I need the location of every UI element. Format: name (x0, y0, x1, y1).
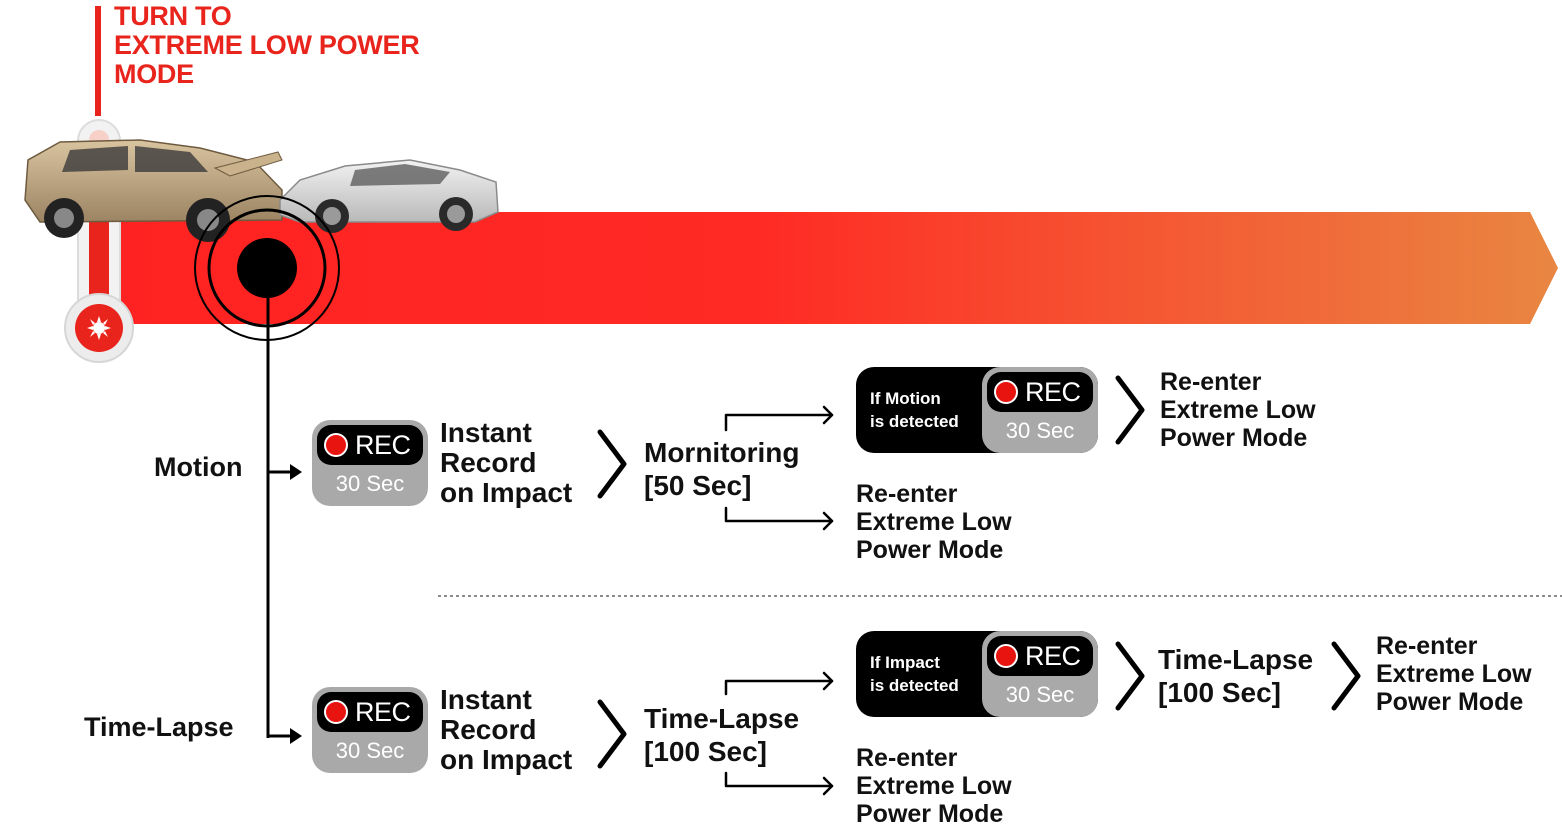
title-line-1: TURN TO (114, 1, 232, 31)
instant-line: on Impact (440, 477, 573, 508)
suv-car-image (24, 139, 283, 242)
motion-reenter-upper: Re-enter Extreme Low Power Mode (1160, 368, 1316, 452)
timelapse-condition-badge: If Impact is detected REC 30 Sec (856, 631, 1098, 717)
condition-line: is detected (870, 676, 959, 695)
branch-arrows (724, 405, 834, 796)
motion-instant-record-text: Instant Record on Impact (440, 418, 572, 508)
rec-seconds: 30 Sec (1005, 418, 1075, 443)
condition-line: is detected (870, 412, 959, 431)
reenter-line: Power Mode (856, 800, 1004, 828)
reenter-line: Extreme Low (856, 508, 1012, 536)
monitor-line: Time-Lapse (644, 703, 800, 734)
title-marker-line (95, 6, 101, 116)
after-line: Time-Lapse (1158, 644, 1314, 675)
reenter-line: Extreme Low (1376, 660, 1532, 688)
rec-seconds: 30 Sec (335, 738, 405, 763)
timelapse-rec-badge: REC 30 Sec (312, 687, 428, 773)
rec-text: REC (355, 430, 411, 460)
motion-rec-badge: REC 30 Sec (312, 420, 428, 506)
rec-text: REC (1025, 641, 1081, 671)
timeline-arrow (100, 212, 1558, 324)
motion-label: Motion (154, 452, 243, 482)
rec-header: REC (317, 692, 423, 732)
rec-text: REC (1025, 377, 1081, 407)
motion-condition-badge: If Motion is detected REC 30 Sec (856, 367, 1098, 453)
reenter-line: Power Mode (1376, 688, 1524, 716)
instant-line: Instant (440, 684, 532, 715)
reenter-line: Re-enter (856, 744, 958, 772)
flow-lines (266, 298, 292, 738)
rec-dot-icon (994, 380, 1018, 404)
monitor-line: Mornitoring (644, 437, 800, 468)
rec-dot-icon (324, 700, 348, 724)
diagram-title: TURN TO EXTREME LOW POWER MODE (114, 1, 420, 89)
condition-text: If Impact is detected (870, 651, 959, 697)
rec-dot-icon (324, 433, 348, 457)
reenter-line: Re-enter (1160, 368, 1262, 396)
chevron-right-icon (597, 375, 1361, 769)
motion-condition-rec: REC 30 Sec (982, 367, 1098, 453)
sun-icon (87, 316, 111, 340)
sedan-car-image (279, 159, 499, 233)
rec-seconds: 30 Sec (335, 471, 405, 496)
monitor-line: [100 Sec] (644, 736, 767, 767)
timelapse-reenter-final: Re-enter Extreme Low Power Mode (1376, 632, 1532, 716)
instant-line: Instant (440, 417, 532, 448)
reenter-line: Extreme Low (1160, 396, 1316, 424)
rec-seconds: 30 Sec (1005, 682, 1075, 707)
reenter-line: Power Mode (1160, 424, 1308, 452)
condition-line: If Motion (870, 389, 941, 408)
reenter-line: Re-enter (856, 480, 958, 508)
monitor-line: [50 Sec] (644, 470, 752, 501)
after-line: [100 Sec] (1158, 677, 1281, 708)
arrow-right-icon (290, 464, 302, 744)
rec-header: REC (987, 636, 1093, 676)
title-line-2: EXTREME LOW POWER (114, 30, 420, 60)
timelapse-after-text: Time-Lapse [100 Sec] (1158, 643, 1313, 709)
timelapse-reenter-lower: Re-enter Extreme Low Power Mode (856, 744, 1012, 828)
title-line-3: MODE (114, 59, 194, 89)
rec-dot-icon (994, 644, 1018, 668)
motion-monitoring-text: Mornitoring [50 Sec] (644, 436, 800, 502)
condition-line: If Impact (870, 653, 940, 672)
reenter-line: Power Mode (856, 536, 1004, 564)
rec-text: REC (355, 697, 411, 727)
instant-line: Record (440, 447, 537, 478)
instant-line: Record (440, 714, 537, 745)
timelapse-monitoring-text: Time-Lapse [100 Sec] (644, 702, 799, 768)
timelapse-condition-rec: REC 30 Sec (982, 631, 1098, 717)
reenter-line: Re-enter (1376, 632, 1478, 660)
timelapse-instant-record-text: Instant Record on Impact (440, 685, 572, 775)
rec-header: REC (317, 425, 423, 465)
motion-reenter-lower: Re-enter Extreme Low Power Mode (856, 480, 1012, 564)
rec-header: REC (987, 372, 1093, 412)
reenter-line: Extreme Low (856, 772, 1012, 800)
condition-text: If Motion is detected (870, 387, 959, 433)
instant-line: on Impact (440, 744, 573, 775)
timelapse-label: Time-Lapse (84, 712, 234, 742)
